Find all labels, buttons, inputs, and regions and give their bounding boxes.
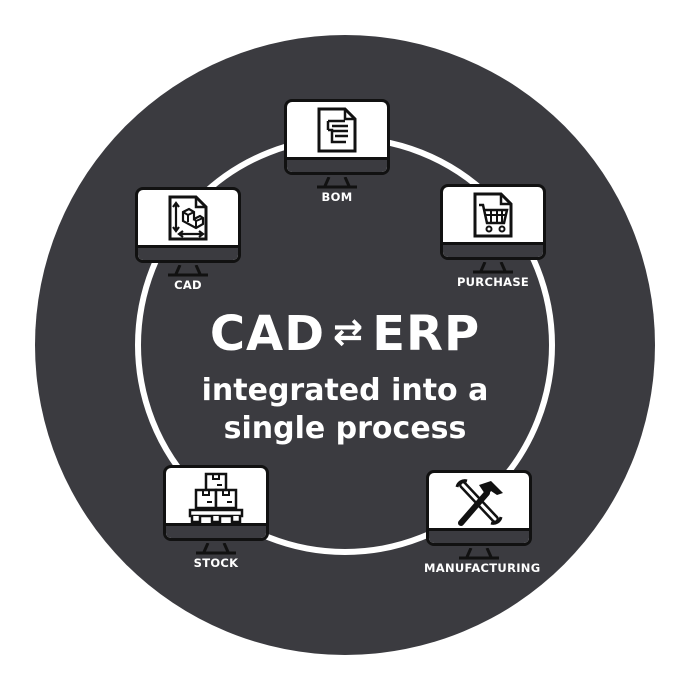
node-label: CAD (174, 278, 202, 292)
monitor (440, 184, 546, 262)
headline-left: CAD (209, 306, 326, 362)
node-label: BOM (321, 190, 353, 204)
subtitle: integrated into a single process (150, 372, 540, 448)
node-purchase: PURCHASE (438, 184, 548, 289)
node-stock: STOCK (161, 465, 271, 570)
monitor (135, 187, 241, 265)
pallet-boxes-icon (188, 472, 244, 524)
bidirectional-arrows-icon: ⇄ (333, 312, 365, 353)
subtitle-line-2: single process (223, 411, 467, 446)
monitor (163, 465, 269, 543)
node-label: PURCHASE (456, 275, 530, 289)
node-manufacturing: MANUFACTURING (424, 470, 541, 575)
monitor (426, 470, 532, 548)
node-bom: BOM (282, 99, 392, 204)
hammer-wrench-icon (455, 479, 503, 526)
monitor (284, 99, 390, 177)
shopping-cart-document-icon (473, 192, 513, 238)
document-list-icon (317, 107, 357, 153)
headline: CAD⇄ERP (150, 305, 540, 362)
headline-right: ERP (372, 306, 481, 362)
node-label: STOCK (193, 556, 239, 570)
cad-drawing-document-icon (168, 195, 208, 241)
node-label: MANUFACTURING (424, 561, 541, 575)
node-cad: CAD (133, 187, 243, 292)
subtitle-line-1: integrated into a (201, 373, 489, 408)
